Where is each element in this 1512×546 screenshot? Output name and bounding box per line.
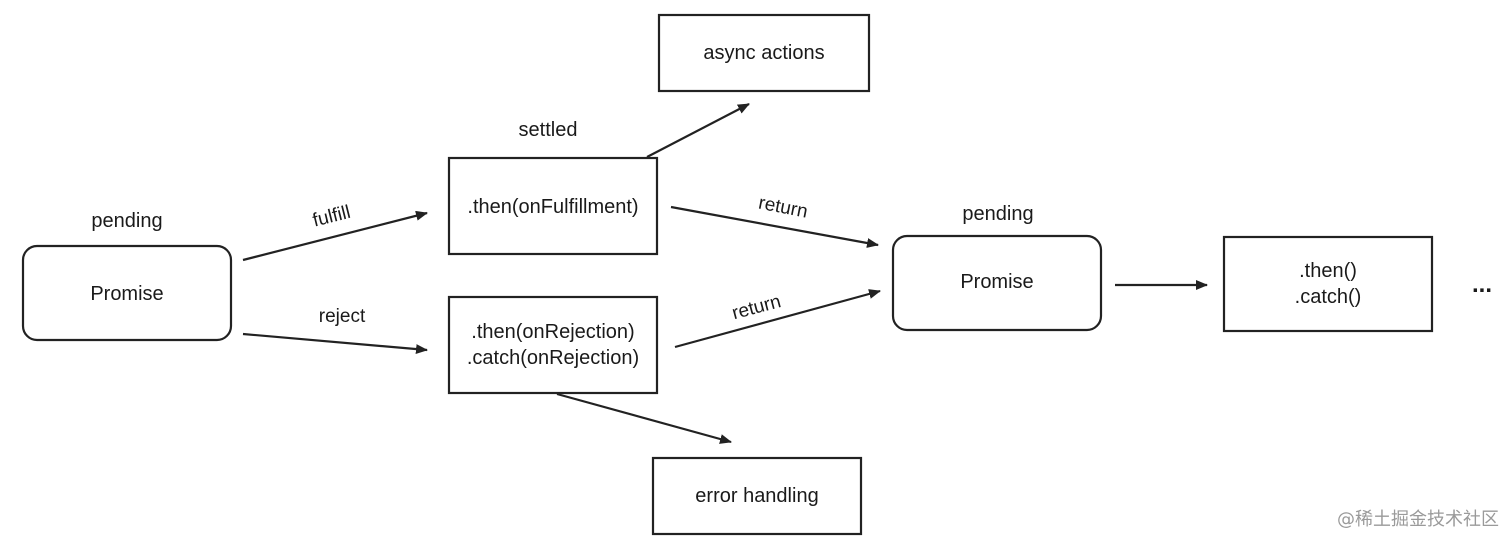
continuation-ellipsis: ...: [1472, 271, 1492, 298]
promise-1-node: [21, 244, 233, 342]
promise-2-state-label: pending: [962, 203, 1033, 225]
return-top-arrow: [670, 205, 879, 248]
reject-edge-label: reject: [319, 306, 366, 327]
error-handling-arrow: [556, 392, 732, 444]
promise-1-state-label: pending: [91, 210, 162, 232]
fulfill-edge-label: fulfill: [311, 202, 353, 232]
settled-state-label: settled: [519, 119, 578, 141]
rejection-handlers-node: [447, 295, 659, 395]
return-bottom-arrow: [674, 289, 881, 349]
return-top-label: return: [757, 193, 810, 223]
then-fulfillment-label: .then(onFulfillment): [467, 196, 638, 218]
async-actions-node: [657, 13, 871, 93]
rejection-handlers-line1: .then(onRejection): [471, 321, 634, 343]
error-handling-label: error handling: [695, 485, 818, 507]
fulfill-arrow: [242, 210, 428, 262]
promise-1-label: Promise: [90, 283, 163, 305]
next-methods-line1: .then(): [1299, 260, 1357, 282]
next-methods-node: [1222, 235, 1434, 333]
promise-2-node: [891, 234, 1103, 332]
async-actions-label: async actions: [703, 42, 824, 64]
reject-arrow: [242, 332, 428, 355]
then-fulfillment-node: [447, 156, 659, 256]
error-handling-node: [651, 456, 863, 536]
rejection-handlers-line2: .catch(onRejection): [467, 347, 639, 369]
next-methods-line2: .catch(): [1295, 286, 1362, 308]
watermark-text: @稀土掘金技术社区: [1337, 509, 1499, 530]
promise-2-label: Promise: [960, 271, 1033, 293]
async-actions-arrow: [646, 103, 750, 158]
